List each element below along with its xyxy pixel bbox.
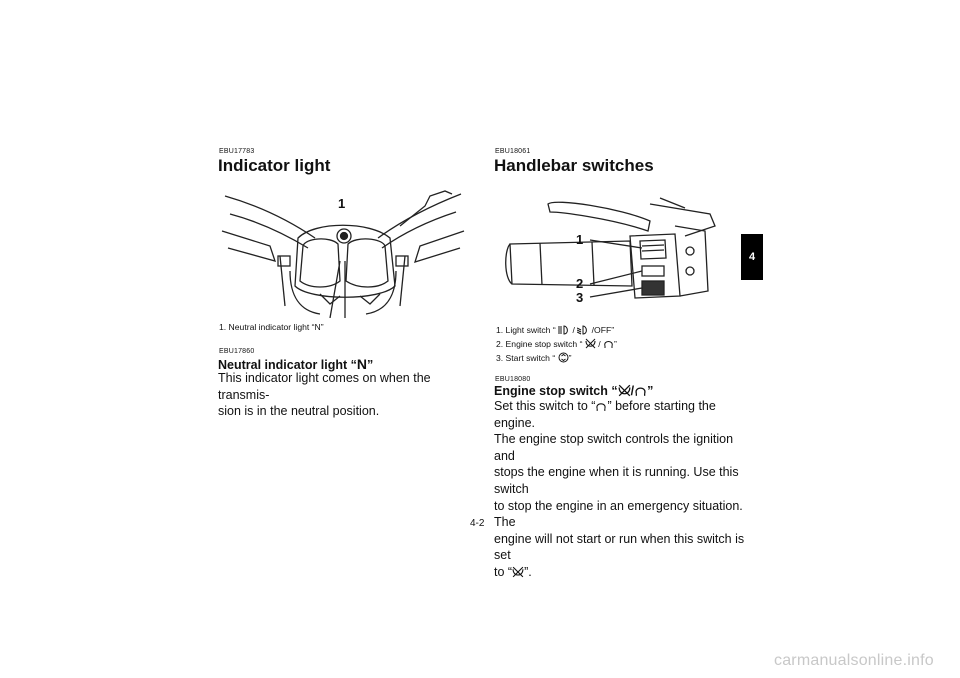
handlebar-switch-drawing [505,197,716,299]
engine-stop-line-6: to “ ”. [494,564,746,581]
caption-3-prefix: 3. Start switch “ [496,353,556,363]
neutral-body-line-2: sion is in the neutral position. [218,404,380,419]
heading-neutral-prefix: Neutral indicator light “ [218,358,357,372]
chapter-tab: 4 [741,234,763,280]
caption-1-prefix: 1. Light switch “ [496,325,556,335]
high-beam-icon [558,325,568,335]
heading-engine-stop-sep: / [630,384,635,398]
heading-handlebar-switches: Handlebar switches [494,156,654,175]
callout-light-switch: 1 [576,232,584,247]
neutral-n-symbol: N [356,356,368,372]
indicator-light-illustration: 1 [220,186,466,319]
line1-suffix: ” before starting the engine. [494,399,716,430]
section-code-indicator: EBU17783 [219,148,255,155]
heading-engine-stop-suffix: ” [647,384,654,398]
section-code-handlebar: EBU18061 [495,148,531,155]
page-number: 4-2 [470,518,485,529]
caption-3-suffix: ” [568,353,572,363]
callout-engine-stop: 2 [576,276,584,291]
caption-start-switch: 3. Start switch “ ” [496,351,617,365]
heading-neutral-indicator: Neutral indicator light “N” [218,356,373,372]
handlebar-indicator-drawing [221,190,465,319]
line6-suffix: ”. [524,564,532,579]
engine-stop-line-4: to stop the engine in an emergency situa… [494,498,743,530]
line1-prefix: Set this switch to “ [494,399,596,413]
engine-stop-line-1: Set this switch to “” before starting th… [494,398,746,431]
line6-prefix: to “ [494,564,513,579]
start-switch-icon [558,352,569,363]
caption-2-prefix: 2. Engine stop switch “ [496,339,583,349]
caption-2-sep: / [595,339,604,349]
caption-1-sep: / [570,325,578,335]
handlebar-switch-illustration: 1 2 3 [500,196,720,316]
heading-neutral-suffix: ” [367,358,374,372]
engine-stop-line-5: engine will not start or run when this s… [494,531,745,563]
caption-2-suffix: ” [614,339,617,349]
engine-stop-icon [618,384,631,397]
watermark: carmanualsonline.info [774,652,934,669]
engine-stop-line-2: The engine stop switch controls the igni… [494,432,734,463]
section-code-neutral: EBU17860 [219,348,255,355]
caption-light-switch: 1. Light switch “ / /OFF” [496,323,617,337]
neutral-body-line-1: This indicator light comes on when the t… [218,371,431,402]
engine-stop-line-3: stops the engine when it is running. Use… [494,465,739,496]
handlebar-captions: 1. Light switch “ / /OFF” 2. Engine stop… [496,323,617,365]
engine-stop-icon [512,566,524,578]
engine-run-icon [604,341,613,348]
section-code-engine-stop: EBU18080 [495,376,531,383]
caption-engine-stop: 2. Engine stop switch “ / ” [496,337,617,351]
neutral-indicator-body: This indicator light comes on when the t… [218,370,470,420]
low-beam-icon [577,325,588,335]
heading-engine-stop-switch: Engine stop switch “ / ” [494,384,653,398]
heading-engine-stop-prefix: Engine stop switch “ [494,384,618,398]
heading-indicator-light: Indicator light [218,156,331,175]
engine-run-icon [596,403,607,411]
callout-start-switch: 3 [576,290,584,305]
engine-stop-icon [585,338,596,349]
engine-stop-body: Set this switch to “” before starting th… [494,398,746,581]
callout-1: 1 [338,196,346,211]
caption-1-suffix: /OFF” [589,325,615,335]
engine-run-icon [635,387,646,396]
caption-neutral-indicator: 1. Neutral indicator light “N” [219,322,324,332]
